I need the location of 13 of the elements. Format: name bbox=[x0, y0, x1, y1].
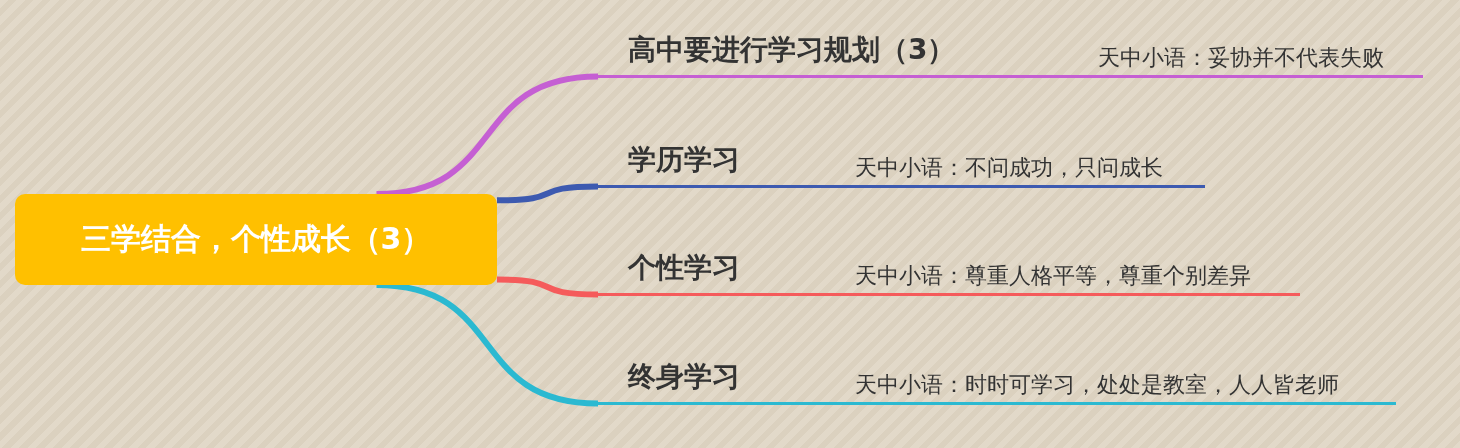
note-text: 天中小语：不问成功，只问成长 bbox=[855, 154, 1163, 182]
branch-connector bbox=[376, 73, 599, 197]
note-text: 天中小语：妥协并不代表失败 bbox=[1098, 44, 1384, 72]
branch-connector bbox=[376, 282, 599, 407]
branch-title: 学历学习 bbox=[628, 142, 740, 178]
note-text: 天中小语：尊重人格平等，尊重个别差异 bbox=[855, 262, 1251, 290]
branch-title: 终身学习 bbox=[628, 359, 740, 395]
branch-title: 个性学习 bbox=[628, 250, 740, 286]
branch-connector bbox=[496, 276, 599, 298]
note-text: 天中小语：时时可学习，处处是教室，人人皆老师 bbox=[855, 371, 1339, 399]
branch-title: 高中要进行学习规划（3） bbox=[628, 32, 956, 68]
branch-connector bbox=[496, 183, 599, 204]
central-topic-box: 三学结合，个性成长（3） bbox=[15, 194, 497, 285]
